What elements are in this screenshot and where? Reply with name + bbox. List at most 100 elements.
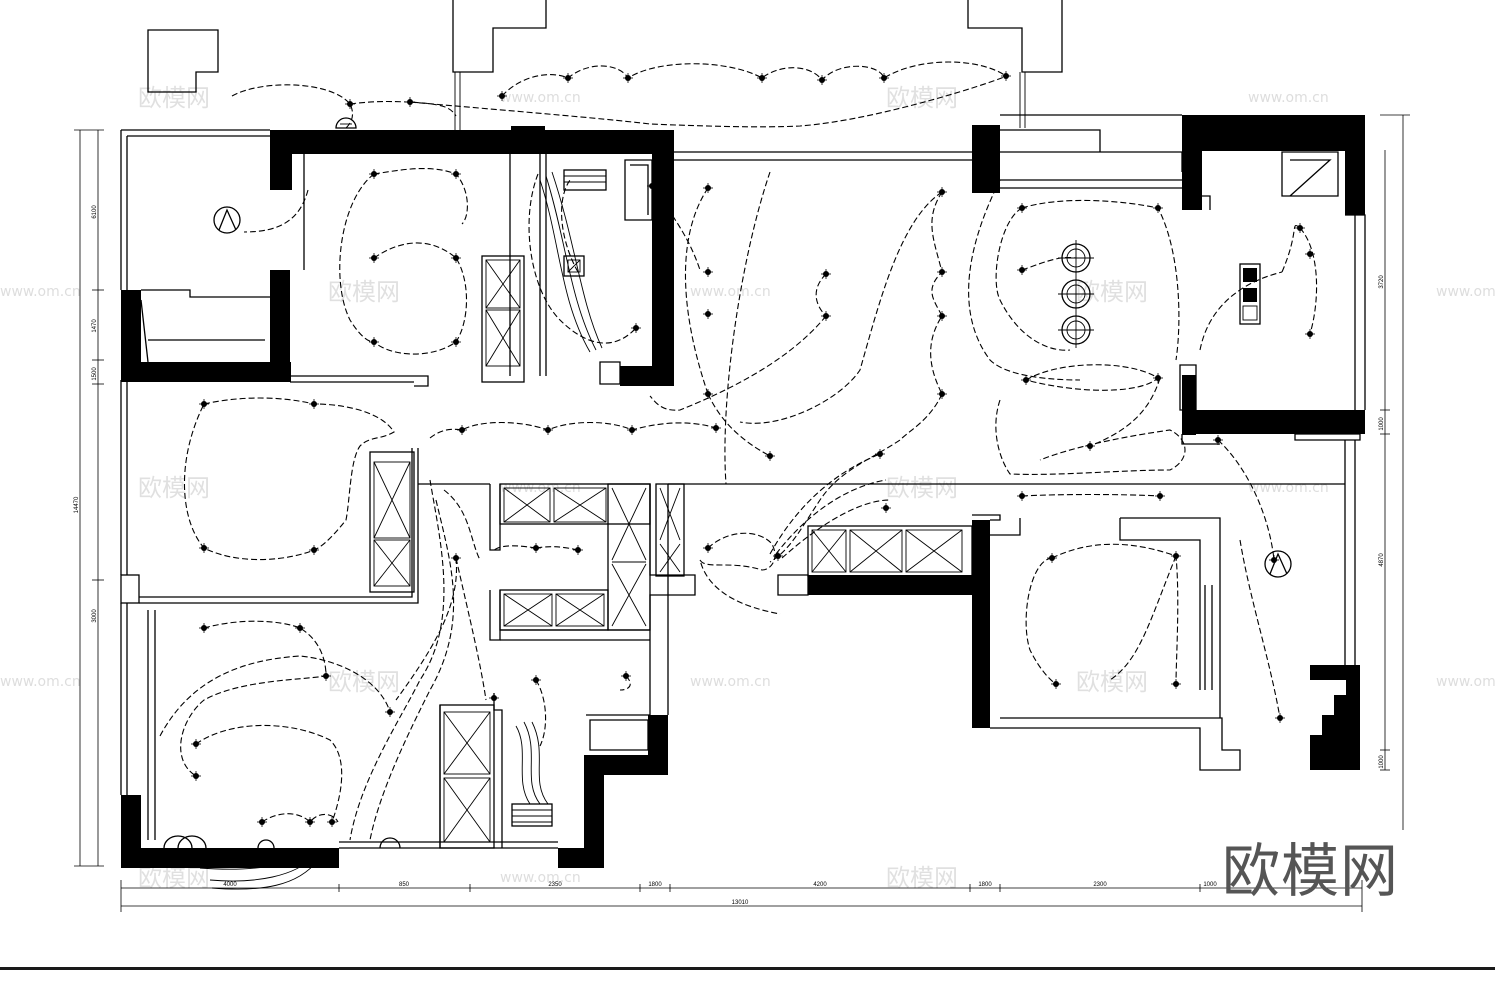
light-point-icon	[1017, 491, 1027, 501]
watermark: 欧模网	[886, 84, 958, 112]
light-point-icon	[451, 553, 461, 563]
bottom-divider	[0, 967, 1495, 970]
fixtures	[163, 117, 1292, 890]
wall-lamp-icon	[163, 835, 401, 849]
watermark: 欧模网	[1076, 668, 1148, 696]
light-points	[191, 71, 1315, 827]
dimension-label: 4200	[813, 882, 827, 888]
watermark: 欧模网	[886, 474, 958, 502]
light-point-icon	[1085, 441, 1095, 451]
light-point-icon	[703, 267, 713, 277]
light-point-icon	[817, 75, 827, 85]
light-point-icon	[1171, 551, 1181, 561]
dimension-label: 850	[399, 882, 410, 888]
watermark: 欧模网	[138, 84, 210, 112]
light-point-icon	[327, 817, 337, 827]
light-point-icon	[621, 671, 631, 681]
light-point-icon	[369, 169, 379, 179]
light-point-icon	[1153, 373, 1163, 383]
light-point-icon	[457, 425, 467, 435]
watermark-url: www.om.cn	[0, 284, 81, 300]
light-point-icon	[573, 545, 583, 555]
wardrobe-bedroom-1	[369, 451, 415, 593]
light-point-icon	[821, 311, 831, 321]
light-point-icon	[703, 389, 713, 399]
dimension-lines: 13010 4000 850 2350 1800 4200 1800 2300 …	[74, 114, 1410, 912]
light-point-icon	[1017, 203, 1027, 213]
light-point-icon	[199, 399, 209, 409]
watermark-url: www.om.cn	[500, 90, 581, 106]
light-point-icon	[937, 267, 947, 277]
watermark: 欧模网	[138, 474, 210, 502]
watermarks: 欧模网 www.om.cn 欧模网 www.om.cn www.om.cn 欧模…	[0, 84, 1495, 892]
light-point-icon	[937, 311, 947, 321]
light-point-icon	[1001, 71, 1011, 81]
watermark: 欧模网	[1076, 278, 1148, 306]
ceiling-fan-icon	[1264, 550, 1292, 578]
watermark-url: www.om.cn	[0, 674, 81, 690]
light-point-icon	[1269, 555, 1279, 565]
watermark-url: www.om.cn	[1436, 284, 1495, 300]
wardrobe-center	[499, 483, 685, 631]
heater-icon	[511, 803, 553, 827]
light-point-icon	[321, 671, 331, 681]
light-point-icon	[937, 389, 947, 399]
light-point-icon	[1017, 265, 1027, 275]
wardrobe-bedroom-2	[439, 704, 495, 849]
light-point-icon	[1021, 375, 1031, 385]
light-point-icon	[405, 97, 415, 107]
light-point-icon	[309, 545, 319, 555]
light-point-icon	[757, 73, 767, 83]
ceiling-fan-icon	[213, 206, 241, 234]
light-point-icon	[631, 323, 641, 333]
watermark-url: www.om.cn	[690, 674, 771, 690]
light-point-icon	[257, 817, 267, 827]
light-point-icon	[369, 253, 379, 263]
light-point-icon	[295, 623, 305, 633]
dimension-label: 1470	[92, 319, 98, 333]
light-point-icon	[1153, 203, 1163, 213]
watermark-url: www.om.cn	[690, 284, 771, 300]
wiring-circuits	[159, 61, 1318, 841]
light-point-icon	[451, 253, 461, 263]
light-point-icon	[821, 269, 831, 279]
light-point-icon	[1171, 679, 1181, 689]
dimension-label: 1800	[978, 882, 992, 888]
exterior-outlines	[147, 0, 1063, 130]
light-point-icon	[765, 451, 775, 461]
light-point-icon	[1275, 713, 1285, 723]
dimension-label: 3000	[92, 609, 98, 623]
pipe-bundle	[199, 171, 603, 890]
watermark-url: www.om.cn	[1248, 90, 1329, 106]
range-hood-icon	[563, 169, 607, 277]
light-point-icon	[543, 425, 553, 435]
light-point-icon	[531, 675, 541, 685]
light-point-icon	[1051, 679, 1061, 689]
dimension-label: 1000	[1203, 882, 1217, 888]
watermark: 欧模网	[328, 278, 400, 306]
dimension-label: 1500	[92, 367, 98, 381]
light-point-icon	[497, 91, 507, 101]
light-point-icon	[703, 309, 713, 319]
watermark: 欧模网	[328, 668, 400, 696]
watermark-url: www.om.cn	[1436, 674, 1495, 690]
light-point-icon	[451, 169, 461, 179]
light-point-icon	[1155, 491, 1165, 501]
light-point-icon	[875, 449, 885, 459]
watermark-url: www.om.cn	[500, 870, 581, 886]
watermark-url: www.om.cn	[1248, 480, 1329, 496]
dimension-label: 4870	[1379, 553, 1385, 567]
walls	[121, 115, 1365, 868]
light-point-icon	[385, 707, 395, 717]
light-point-icon	[563, 73, 573, 83]
wardrobe-kitchen	[481, 255, 525, 383]
light-point-icon	[305, 817, 315, 827]
interior-outlines	[120, 114, 1366, 849]
light-point-icon	[199, 543, 209, 553]
light-point-icon	[489, 693, 499, 703]
light-point-icon	[345, 99, 355, 109]
light-point-icon	[369, 337, 379, 347]
light-point-icon	[647, 181, 657, 191]
dimension-label: 1800	[648, 882, 662, 888]
